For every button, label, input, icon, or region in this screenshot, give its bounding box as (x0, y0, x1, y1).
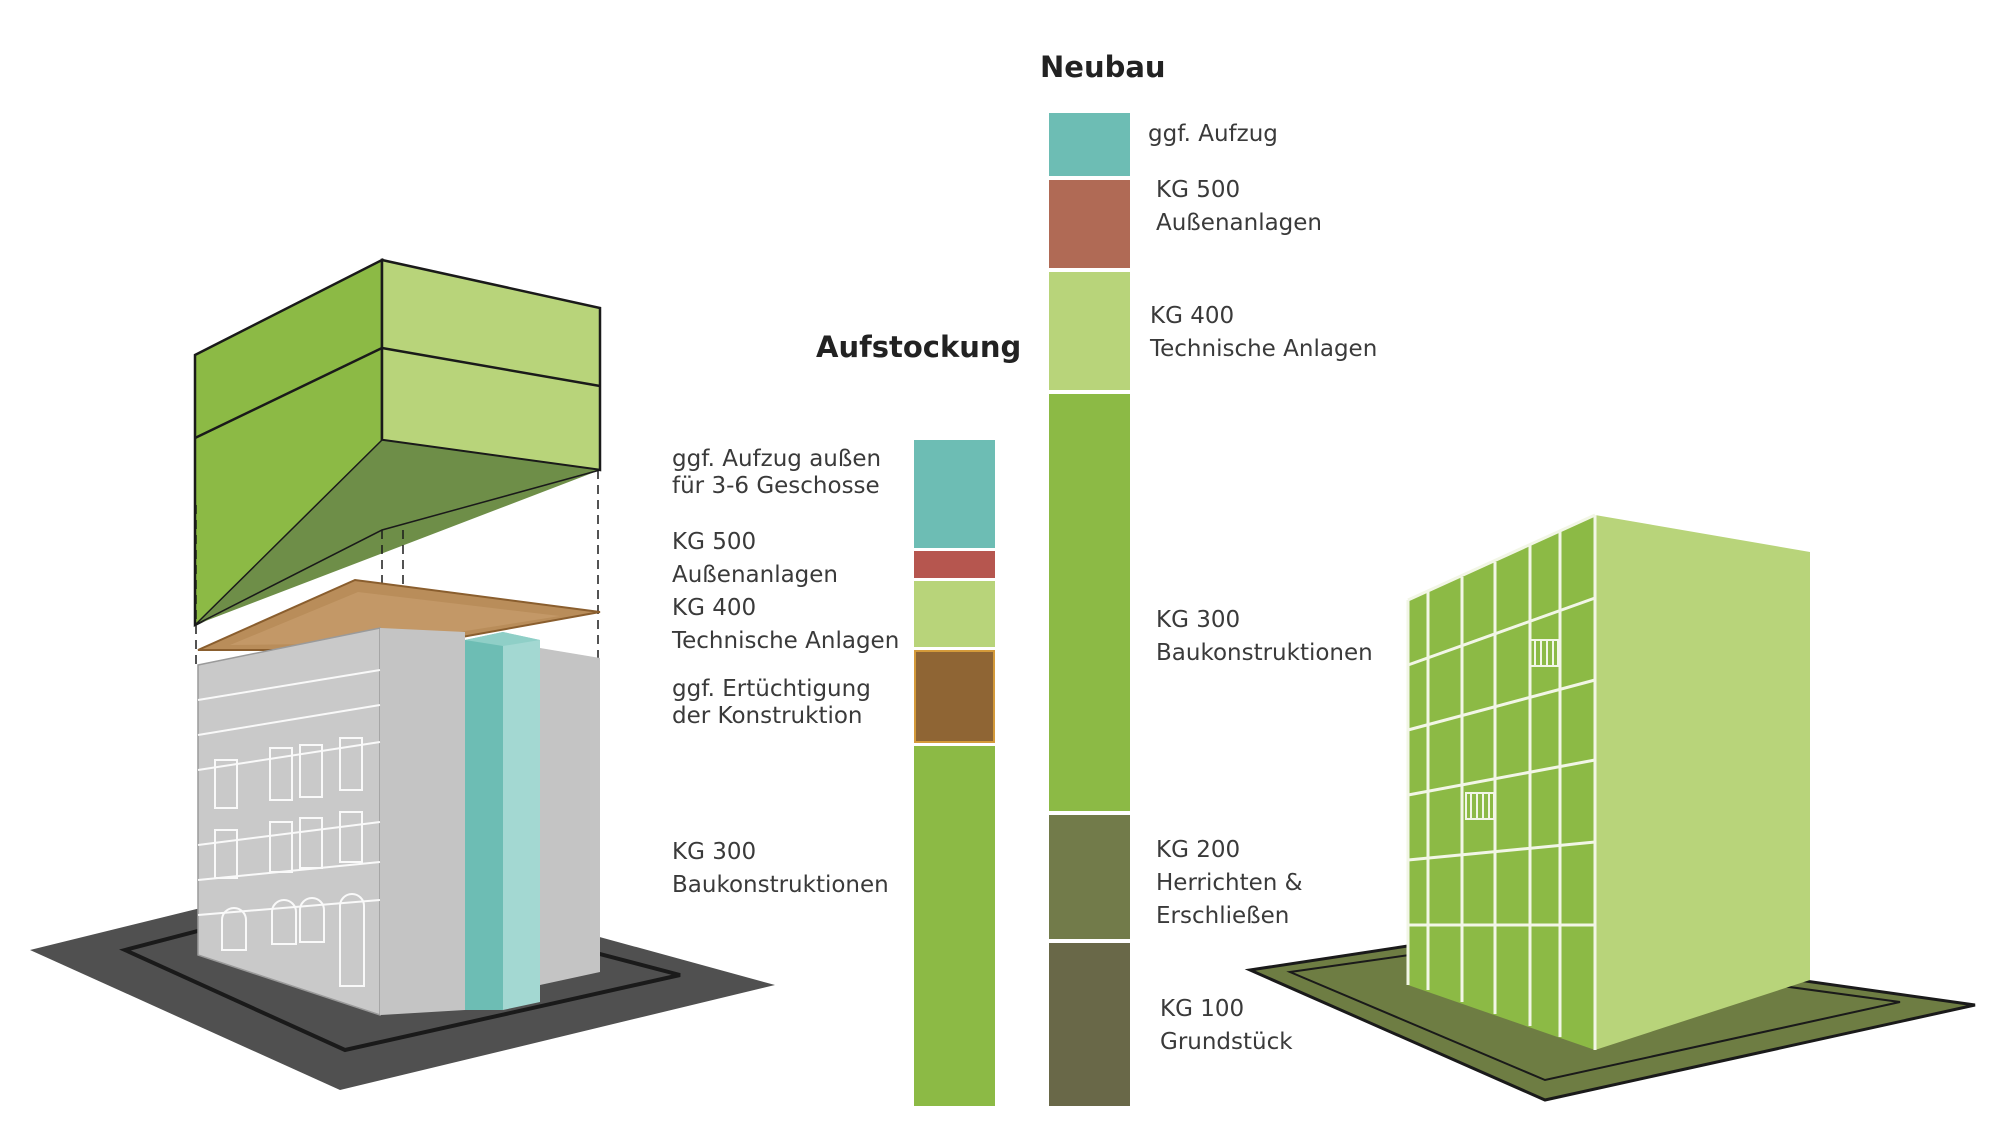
existing-facade-rear (540, 648, 600, 985)
neubau-label-aufzug: ggf. Aufzug (1148, 121, 1278, 147)
neubau-front-face (1408, 515, 1595, 1050)
neubau-facade-grid (1406, 513, 1597, 1050)
aufstockung-bar-kg500 (914, 551, 995, 578)
neubau-bar-aufzug (1049, 113, 1130, 176)
existing-facade-side (380, 628, 465, 1015)
aufstockung-bar-ertuechtigung (914, 650, 995, 743)
aufstockung-bar-kg400 (914, 581, 995, 647)
elevator-shaft-side (503, 632, 540, 1010)
aufstockung-bar-kg300 (914, 746, 995, 1106)
neubau-bar-kg300 (1049, 394, 1130, 811)
neubau-bar-kg100 (1049, 943, 1130, 1106)
neubau-bar-kg400 (1049, 272, 1130, 390)
balcony-railings (1465, 639, 1559, 820)
neubau-side-face (1595, 515, 1810, 1050)
aufstockung-bar-aufzug (914, 440, 995, 548)
neubau-bar-kg200 (1049, 815, 1130, 939)
neubau-title: Neubau (1040, 50, 1166, 84)
facade-detail (197, 669, 381, 987)
elevator-shaft-front (465, 632, 503, 1010)
neubau-bar-kg500 (1049, 180, 1130, 268)
aufstockung-title: Aufstockung (816, 330, 1022, 364)
